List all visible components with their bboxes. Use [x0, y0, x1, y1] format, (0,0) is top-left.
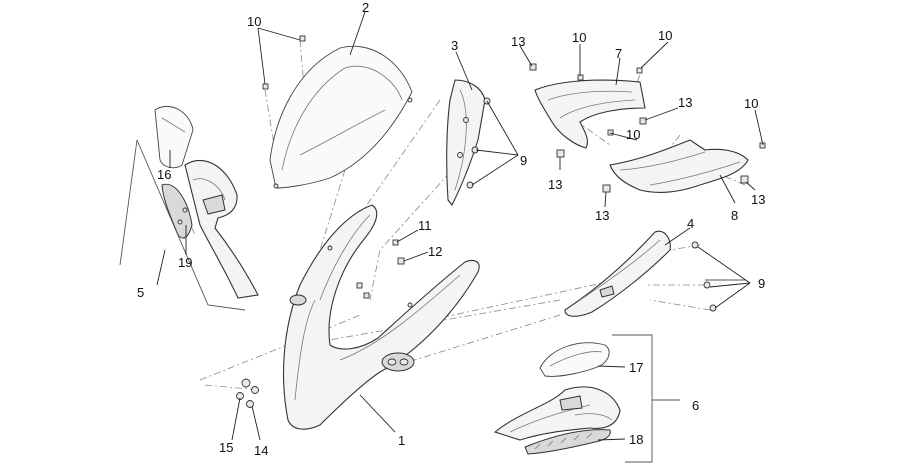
- callout-labels: 1 2 3 4 5 6 7 8 9 9 10 10 10 10 10 11 12…: [137, 0, 765, 458]
- side-panel-right: [564, 230, 671, 317]
- callout-18: 18: [629, 432, 643, 447]
- callout-16: 16: [157, 167, 171, 182]
- callout-11: 11: [418, 218, 432, 233]
- callout-13a: 13: [511, 34, 525, 49]
- callout-3: 3: [451, 38, 458, 53]
- callout-6: 6: [692, 398, 699, 413]
- callout-10c: 10: [658, 28, 672, 43]
- callout-13c: 13: [548, 177, 562, 192]
- callout-19: 19: [178, 255, 192, 270]
- callout-10a: 10: [247, 14, 261, 29]
- callout-4: 4: [687, 216, 694, 231]
- callout-1: 1: [398, 433, 405, 448]
- callout-7: 7: [615, 46, 622, 61]
- callout-17: 17: [629, 360, 643, 375]
- callout-14: 14: [254, 443, 268, 458]
- callout-13d: 13: [595, 208, 609, 223]
- callout-10b: 10: [572, 30, 586, 45]
- air-duct-lower: [609, 139, 749, 194]
- callout-10e: 10: [744, 96, 758, 111]
- hardware-screws: [236, 35, 766, 408]
- front-fairing: [283, 204, 480, 430]
- callout-2: 2: [362, 0, 369, 15]
- inner-panel-left: [446, 79, 486, 207]
- led-strip: [524, 429, 611, 455]
- callout-5: 5: [137, 285, 144, 300]
- leader-lines: [156, 11, 764, 441]
- headlight-unit: [493, 386, 621, 441]
- callout-12: 12: [428, 244, 442, 259]
- group-brackets: [119, 139, 745, 463]
- callout-9a: 9: [520, 153, 527, 168]
- air-duct-upper: [534, 79, 646, 149]
- callout-9b: 9: [758, 276, 765, 291]
- callout-13b: 13: [678, 95, 692, 110]
- callout-13e: 13: [751, 192, 765, 207]
- mirror-assembly: [154, 105, 259, 299]
- windscreen: [269, 45, 413, 189]
- callout-15: 15: [219, 440, 233, 455]
- callout-8: 8: [731, 208, 738, 223]
- light-cover: [539, 342, 610, 377]
- callout-10d: 10: [626, 127, 640, 142]
